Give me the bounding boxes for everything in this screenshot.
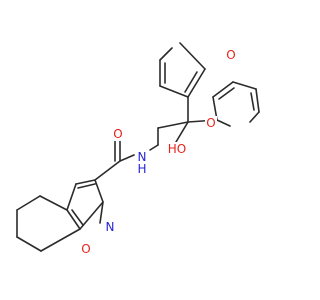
amide-hydrogen-label: H xyxy=(137,162,146,176)
molecule-drawing: O HO O O N H N O xyxy=(16,42,260,256)
furan-3-oxygen-label: O xyxy=(206,116,215,130)
isoxazole-oxygen-label: O xyxy=(81,242,90,256)
amide-nitrogen-label: N xyxy=(138,150,147,164)
structure-canvas: O HO O O N H N O xyxy=(16,42,260,256)
hydroxyl-label: HO xyxy=(168,142,186,156)
isoxazole-nitrogen-label: N xyxy=(106,220,115,234)
atom-labels: O HO O O N H N O xyxy=(80,48,237,256)
tetrahydrobenzisoxazole-core xyxy=(16,160,121,252)
carbonyl-oxygen-label: O xyxy=(113,127,122,141)
furan-2-oxygen-label: O xyxy=(226,48,235,62)
central-chain xyxy=(114,96,218,162)
furan-2-yl-ring xyxy=(212,81,260,127)
furan-3-yl-ring xyxy=(159,42,206,98)
